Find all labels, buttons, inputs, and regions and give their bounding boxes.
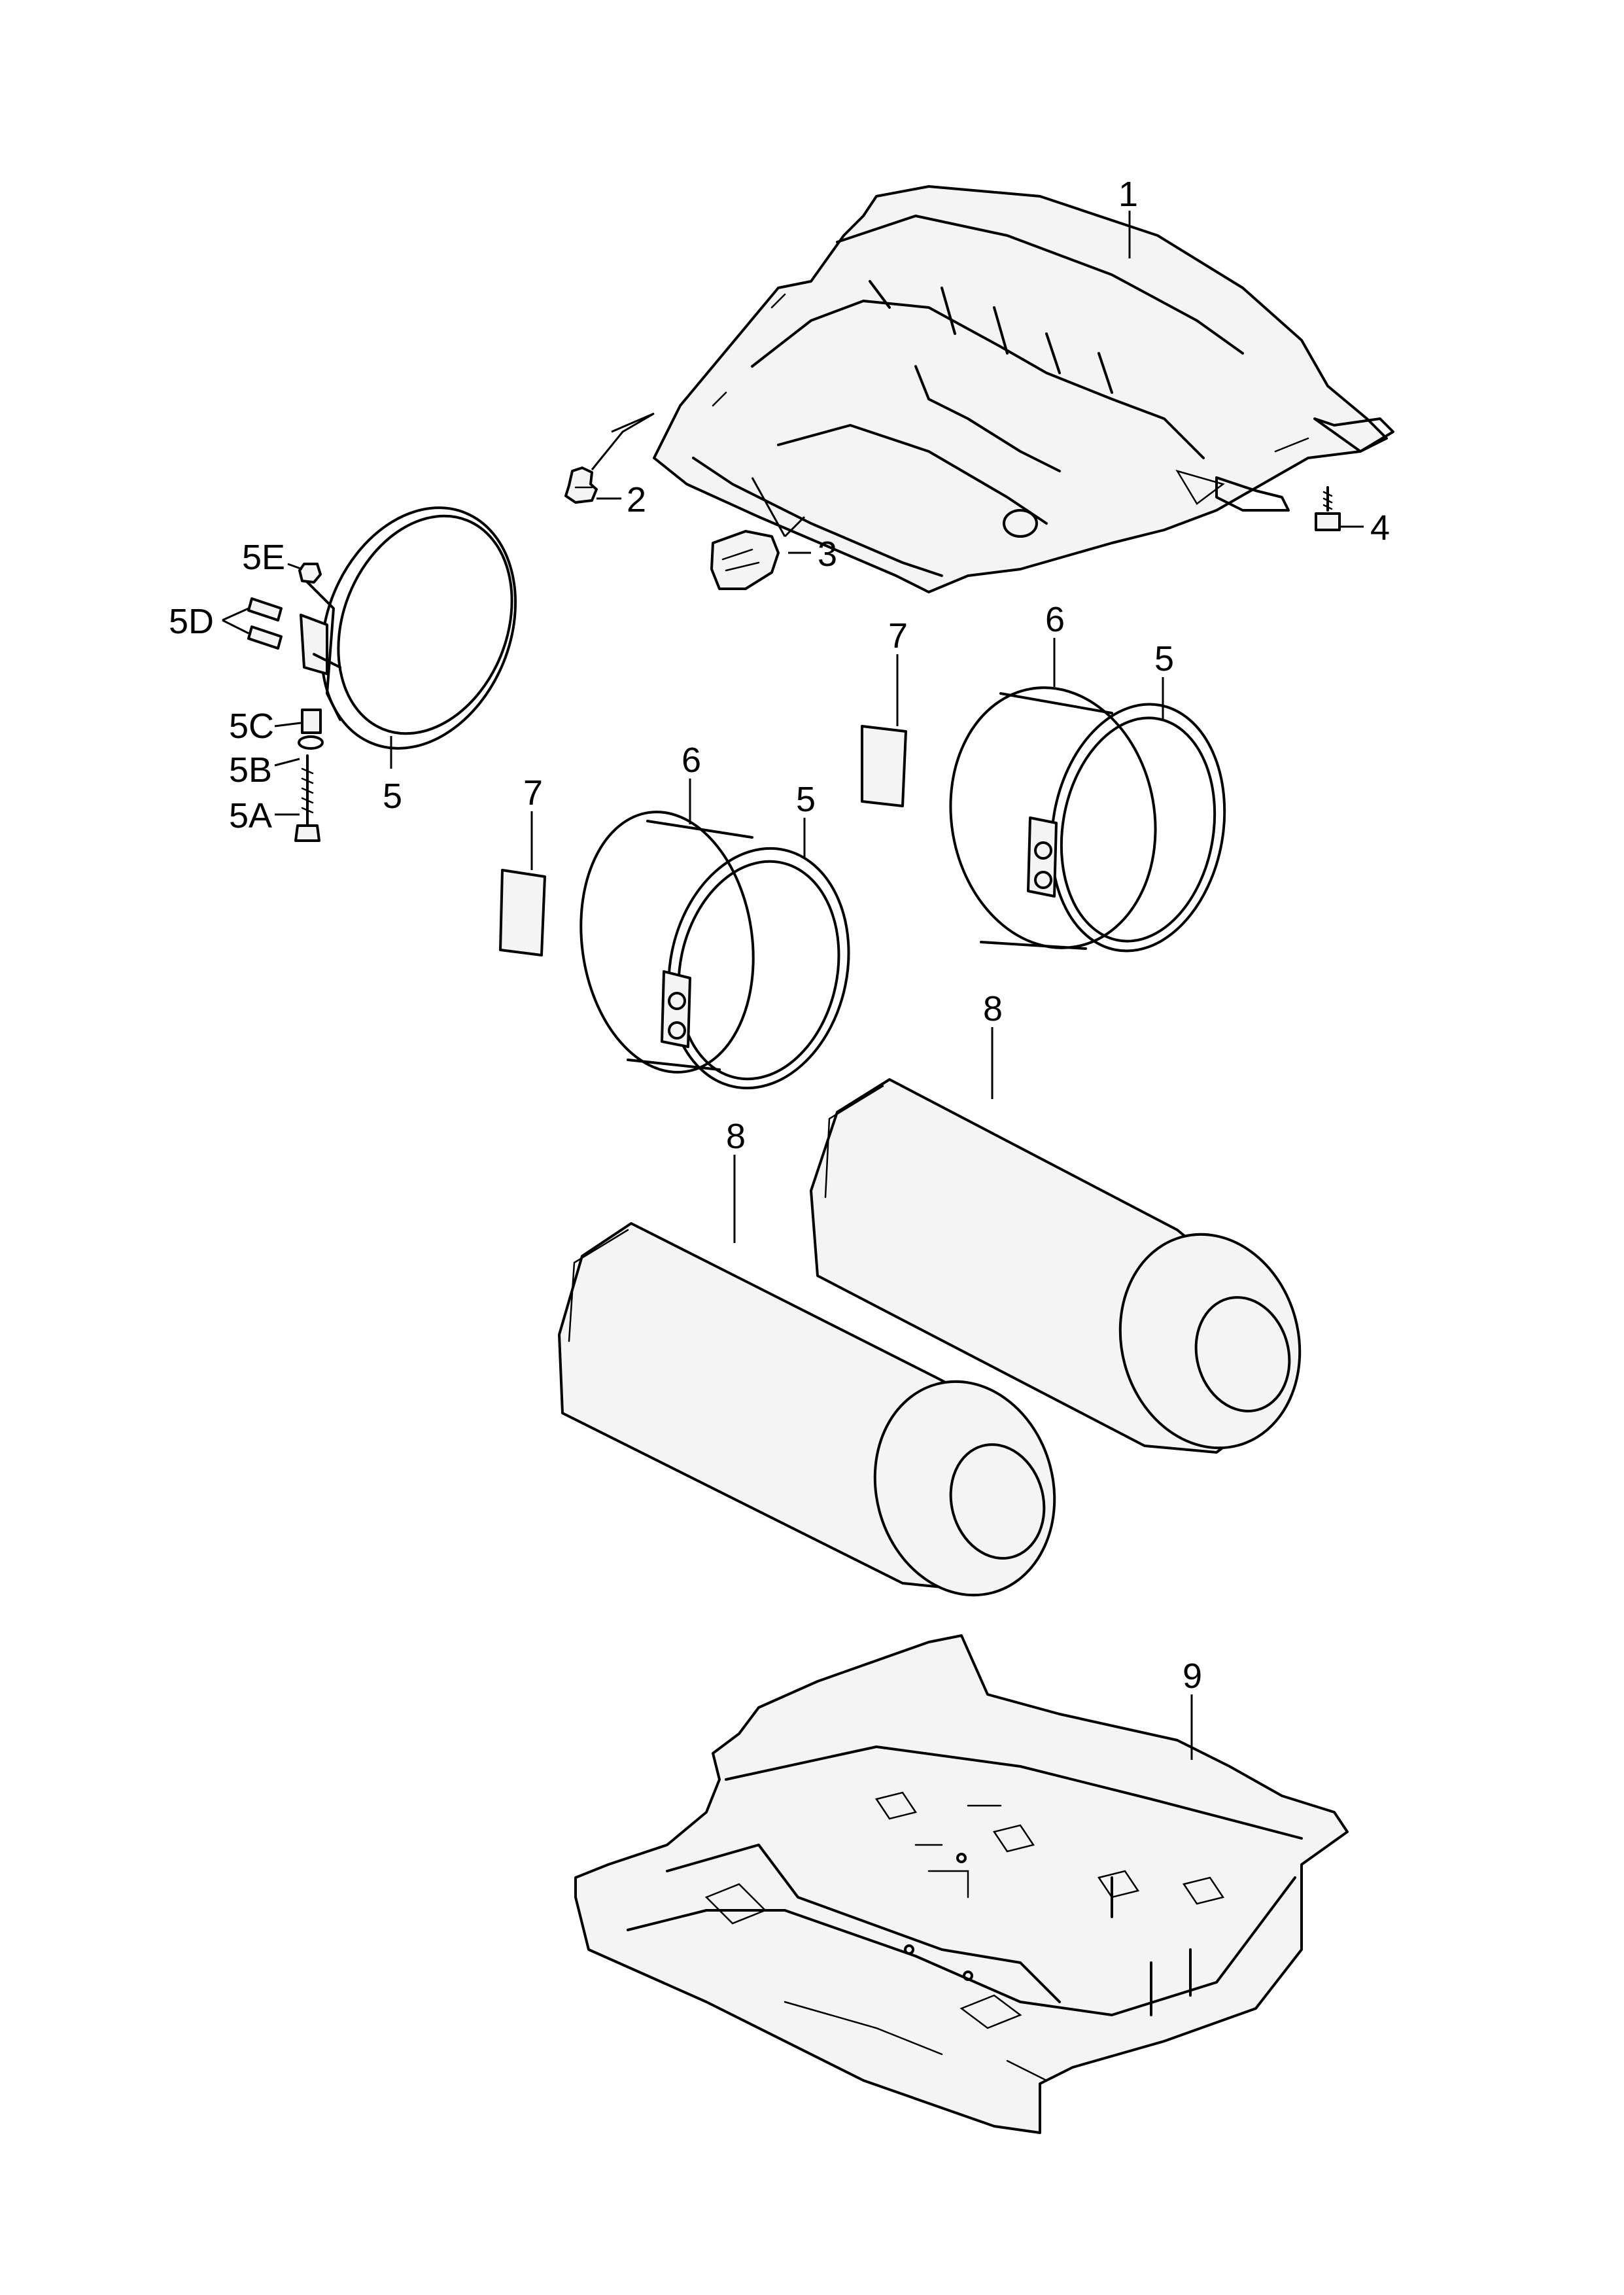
callout-5E: 5E [242,538,285,577]
part-8-tank-front[interactable] [558,1222,1078,1615]
callout-4: 4 [1370,508,1390,548]
callout-6-upper: 6 [1045,600,1065,639]
part-9-tray[interactable] [574,1634,1349,2134]
callout-labels: 1 2 3 4 5E 5D 5C 5B 5A 5 6 5 7 6 5 7 8 8… [169,175,1390,1696]
leader-lines [222,211,1364,1760]
callout-7-lower: 7 [523,773,543,813]
callout-5A: 5A [229,796,272,835]
part-5C-sleeve[interactable] [301,709,322,734]
part-5B-washer[interactable] [298,735,324,750]
callout-8-back: 8 [983,989,1003,1028]
callout-6-lower: 6 [682,741,701,780]
part-8-tank-back[interactable] [810,1078,1323,1468]
part-6-sleeve-upper[interactable] [931,671,1176,964]
part-7-pad-lower[interactable] [499,869,546,956]
callout-3: 3 [818,534,837,574]
callout-9: 9 [1183,1656,1202,1696]
part-1-upper-cover[interactable] [653,185,1394,593]
part-4-bolt[interactable] [1315,486,1341,531]
callout-8-front: 8 [726,1117,746,1156]
part-5-clamp-ring-lower[interactable] [647,832,870,1105]
callout-5-left: 5 [383,777,402,816]
part-5E-nut[interactable] [298,563,322,584]
callout-5-lower: 5 [796,780,816,819]
part-5-clamp-ring-upper[interactable] [1027,690,1243,964]
part-2-clip[interactable] [564,466,598,504]
part-5A-bolt[interactable] [294,754,320,842]
callout-7-upper: 7 [888,616,908,656]
callout-5B: 5B [229,750,272,790]
part-5D-pins[interactable] [247,597,283,650]
part-5-clamp-ring-left[interactable] [287,478,550,777]
callout-2: 2 [627,480,646,519]
callout-5-upper: 5 [1154,639,1174,678]
callout-5C: 5C [229,707,274,746]
part-6-sleeve-lower[interactable] [564,801,769,1083]
part-3-bracket[interactable] [710,530,780,590]
callout-1: 1 [1118,175,1138,214]
callout-5D: 5D [169,602,214,641]
part-7-pad-upper[interactable] [861,725,907,807]
